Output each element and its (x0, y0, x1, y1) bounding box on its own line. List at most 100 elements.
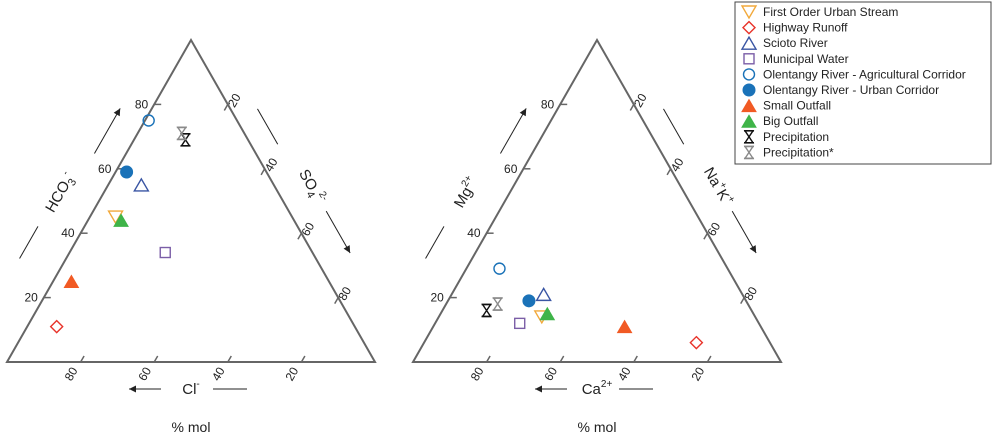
anion-bottom-tick-label: 40 (209, 364, 228, 383)
legend-box (734, 1, 992, 165)
cation-right-tick (666, 168, 672, 176)
anion-bottom-tick-label: 60 (135, 364, 154, 383)
cation-point-highway-runoff (689, 335, 704, 350)
legend-label-scioto-river: Scioto River (763, 36, 828, 50)
cation-left-axis-arrow (500, 108, 527, 154)
legend-marker-olentangy-river-agricultural-corridor (742, 68, 756, 81)
anion-left-tick-label: 20 (24, 291, 38, 305)
legend-label-highway-runoff: Highway Runoff (763, 21, 848, 35)
legend-marker-precipitation (743, 145, 755, 160)
anion-bottom-tick-label: 80 (62, 364, 81, 383)
legend-label-big-outfall: Big Outfall (763, 114, 818, 128)
legend-label-precipitation: Precipitation* (763, 145, 834, 159)
legend-label-olentangy-river-urban-corridor: Olentangy River - Urban Corridor (763, 83, 939, 97)
cation-bottom-tick-label: 40 (615, 364, 634, 383)
anion-point-highway-runoff (49, 319, 64, 334)
cation-right-tick (703, 232, 709, 240)
anion-right-axis-arrow (325, 210, 351, 254)
cation-right-axis-line (663, 108, 685, 145)
cation-right-tick-label: 80 (741, 284, 760, 303)
cation-point-precipitation (481, 303, 492, 318)
anion-left-axis-title: HCO3- (41, 169, 81, 217)
anion-left-axis-arrow (94, 108, 121, 154)
anion-point-precipitation (176, 126, 188, 141)
cation-left-tick-label: 40 (467, 226, 481, 240)
anion-right-tick (223, 104, 229, 111)
legend-marker-highway-runoff (742, 20, 756, 35)
anion-right-tick-label: 20 (225, 91, 244, 110)
anion-right-tick (334, 297, 339, 305)
legend-label-small-outfall: Small Outfall (763, 99, 831, 113)
anion-point-olentangy-river-agricultural-corridor (142, 114, 155, 127)
cation-point-scioto-river (535, 286, 552, 302)
anion-point-scioto-river (133, 177, 150, 192)
anion-right-tick (260, 168, 266, 176)
cation-bottom-tick (706, 355, 712, 363)
legend-label-municipal-water: Municipal Water (763, 52, 849, 66)
cation-left-tick-label: 80 (541, 97, 555, 111)
anion-bottom-axis-title: Cl- (182, 379, 200, 398)
cation-right-axis-arrow (731, 210, 757, 254)
legend-marker-scioto-river (740, 35, 758, 50)
cation-left-tick-label: 60 (504, 162, 518, 176)
anion-bottom-tick (153, 355, 159, 363)
cation-bottom-axis-title: Ca2+ (582, 379, 613, 398)
cation-bottom-tick (559, 355, 565, 363)
cation-right-tick (740, 297, 745, 305)
cation-point-municipal-water (514, 317, 526, 330)
anion-bottom-tick (300, 355, 306, 363)
cation-left-axis-title: Mg2+ (449, 173, 482, 211)
anion-bottom-tick (79, 355, 85, 363)
anion-right-tick (297, 232, 303, 240)
cation-point-small-outfall (616, 319, 633, 334)
cation-point-olentangy-river-urban-corridor (522, 294, 536, 308)
anion-left-tick-label: 80 (135, 97, 149, 111)
legend-marker-small-outfall (741, 98, 757, 113)
legend-marker-first-order-urban-stream (740, 5, 758, 20)
anion-triangle-frame (5, 37, 377, 363)
legend-label-precipitation: Precipitation (763, 130, 829, 144)
anion-right-tick-label: 80 (335, 284, 354, 303)
cation-right-tick-label: 20 (631, 91, 650, 110)
anion-left-axis-line (19, 226, 39, 259)
cation-bottom-tick (633, 355, 638, 363)
anion-left-tick-label: 40 (61, 226, 75, 240)
cation-right-axis-title: Na+ K+ (700, 164, 737, 209)
anion-point-olentangy-river-urban-corridor (120, 165, 134, 179)
anion-right-tick-label: 40 (262, 155, 281, 174)
cation-triangle-frame (411, 37, 783, 363)
legend-marker-olentangy-river-urban-corridor (742, 83, 756, 97)
cation-bottom-tick (485, 355, 491, 363)
anion-point-small-outfall (63, 274, 80, 288)
cation-bottom-tick-label: 20 (689, 364, 708, 383)
cation-right-tick-label: 60 (705, 220, 724, 239)
cation-right-tick-label: 40 (668, 155, 687, 174)
cation-point-precipitation (492, 297, 503, 311)
cation-bottom-tick-label: 60 (541, 364, 560, 383)
legend-label-olentangy-river-agricultural-corridor: Olentangy River - Agricultural Corridor (763, 67, 966, 81)
cation-left-tick-label: 20 (430, 291, 444, 305)
anion-point-municipal-water (159, 246, 171, 259)
anion-left-tick-label: 60 (98, 162, 112, 176)
cation-right-tick (629, 104, 635, 111)
anion-bottom-tick (227, 355, 232, 363)
anion-xlabel: % mol (172, 419, 211, 435)
anion-point-big-outfall (113, 213, 129, 227)
legend-marker-municipal-water (743, 53, 755, 65)
cation-point-olentangy-river-agricultural-corridor (493, 262, 506, 275)
anion-right-tick-label: 60 (299, 220, 318, 239)
cation-point-big-outfall (539, 306, 556, 321)
cation-left-axis-line (425, 226, 445, 259)
anion-right-axis-title: SO42- (293, 166, 330, 209)
cation-xlabel: % mol (578, 419, 617, 435)
legend-marker-precipitation (743, 130, 755, 144)
anion-right-axis-line (257, 108, 279, 145)
legend-marker-big-outfall (741, 114, 757, 128)
legend-label-first-order-urban-stream: First Order Urban Stream (763, 5, 898, 19)
cation-bottom-tick-label: 80 (468, 364, 487, 383)
